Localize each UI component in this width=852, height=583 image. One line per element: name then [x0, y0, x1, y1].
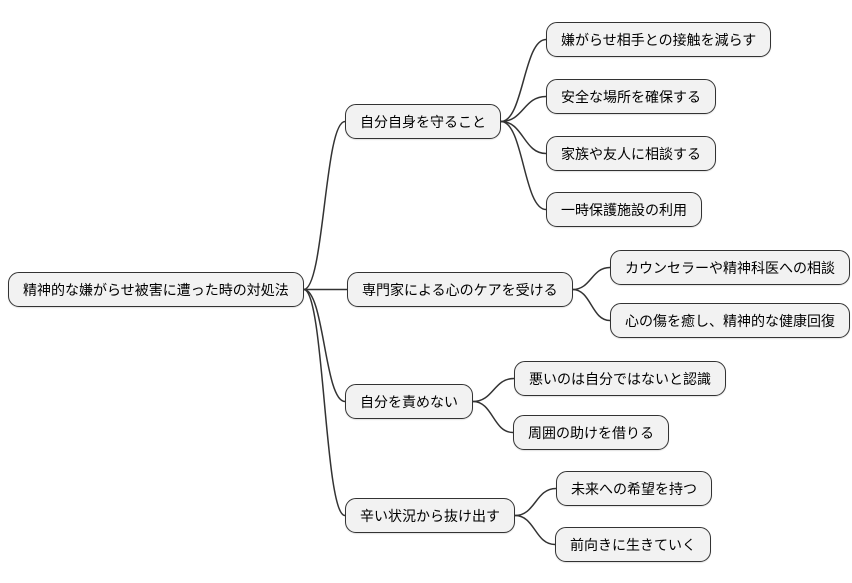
leaf-node-live-positively: 前向きに生きていく: [555, 527, 711, 562]
leaf-node-reduce-contact: 嫌がらせ相手との接触を減らす: [546, 22, 772, 57]
leaf-node-heal-mental-health: 心の傷を癒し、精神的な健康回復: [610, 303, 850, 338]
leaf-node-ask-for-help: 周囲の助けを借りる: [513, 415, 669, 450]
leaf-node-temporary-shelter: 一時保護施設の利用: [546, 192, 702, 227]
leaf-node-consult-family-friends: 家族や友人に相談する: [546, 136, 716, 171]
branch-node-self-protection: 自分自身を守ること: [345, 104, 501, 139]
branch-node-professional-care: 専門家による心のケアを受ける: [347, 272, 573, 307]
leaf-node-hope-for-future: 未来への希望を持つ: [556, 471, 712, 506]
root-node: 精神的な嫌がらせ被害に遭った時の対処法: [8, 272, 304, 307]
branch-node-dont-blame-yourself: 自分を責めない: [345, 384, 473, 419]
branch-node-escape-situation: 辛い状況から抜け出す: [345, 498, 515, 533]
leaf-node-secure-safe-place: 安全な場所を確保する: [546, 79, 716, 114]
leaf-node-counselor-psychiatrist: カウンセラーや精神科医への相談: [610, 250, 850, 285]
leaf-node-not-your-fault: 悪いのは自分ではないと認識: [514, 361, 726, 396]
